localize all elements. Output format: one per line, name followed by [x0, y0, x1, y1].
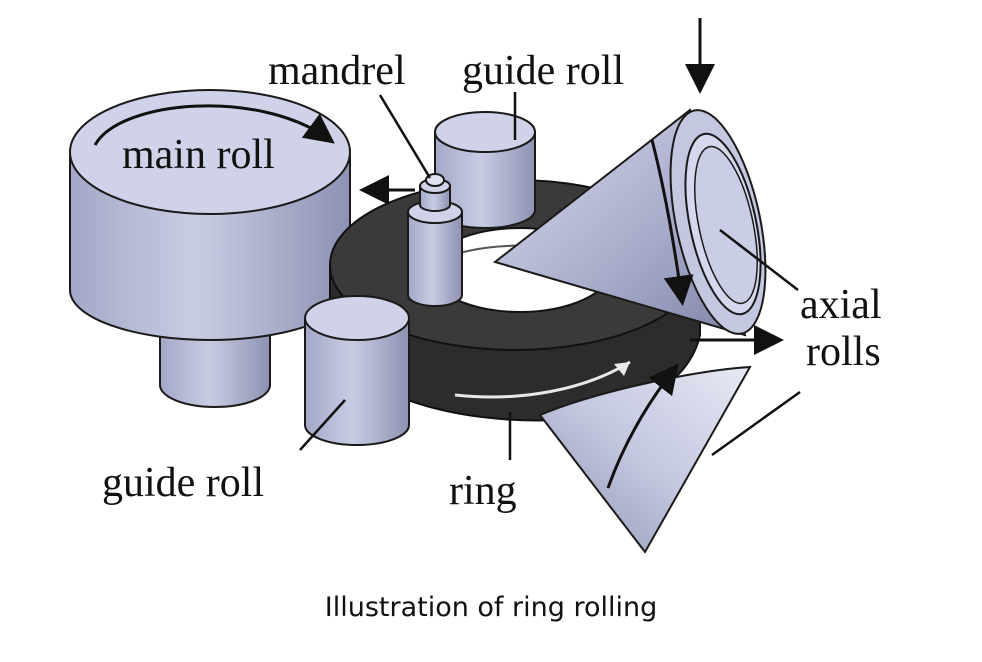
- axial-roll-upper: [492, 108, 767, 337]
- axial-rolls-label-line2: rolls: [806, 329, 881, 375]
- mandrel-leader: [378, 94, 432, 179]
- ring-label: ring: [449, 468, 517, 514]
- mandrel-label: mandrel: [268, 48, 406, 94]
- motion-arrows: [359, 18, 784, 355]
- guide-roll-bottom: [304, 295, 410, 446]
- mandrel: [407, 173, 463, 307]
- axial-lower-leader: [711, 390, 801, 457]
- main-roll-label: main roll: [122, 132, 275, 178]
- leader-lines: [299, 92, 801, 460]
- axial-upper-leader: [719, 229, 799, 291]
- axial-roll-lower: [538, 363, 752, 554]
- guide-roll-bottom-leader: [299, 399, 346, 451]
- axial-rolls-label-line1: axial: [800, 282, 882, 328]
- figure-caption: Illustration of ring rolling: [324, 592, 658, 623]
- guide-roll-top-label: guide roll: [462, 48, 624, 94]
- guide-roll-bottom-label: guide roll: [102, 460, 264, 506]
